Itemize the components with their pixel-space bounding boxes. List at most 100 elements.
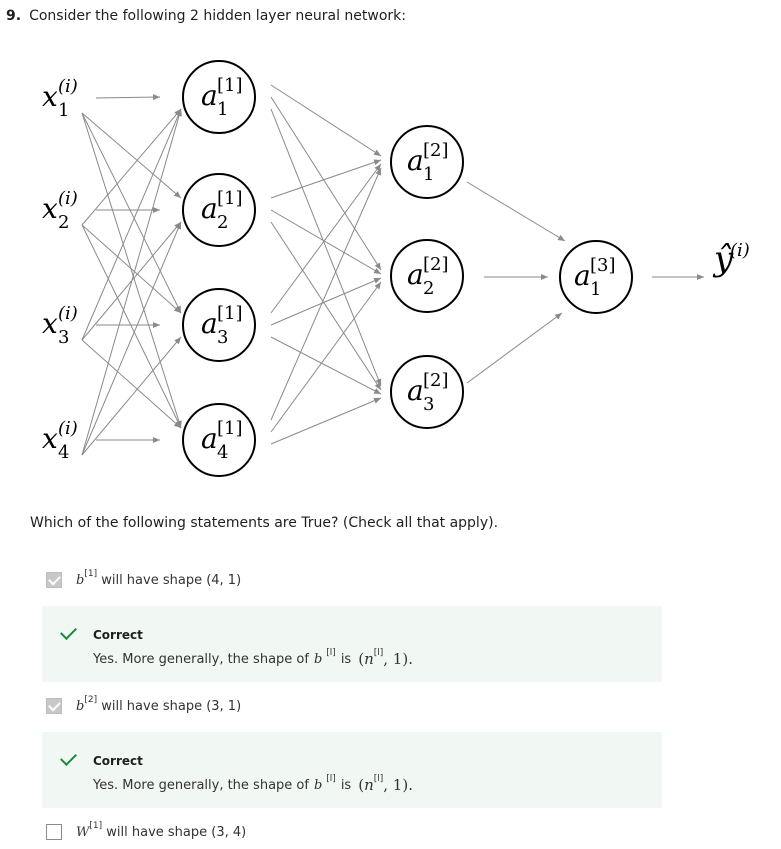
option-var-1: b: [76, 572, 85, 588]
feedback-var-2: b: [313, 777, 323, 793]
edge-x1-a14: [81, 112, 182, 429]
option-checkbox-3[interactable]: [46, 824, 62, 840]
check-icon: [60, 623, 77, 640]
svg-text:(i): (i): [58, 76, 78, 97]
feedback-n-sup-1: [l]: [373, 648, 384, 658]
svg-text:1: 1: [217, 99, 228, 120]
node-a2-2: [390, 239, 464, 313]
edge-a13-a21: [270, 163, 382, 314]
node-label-a2-1: a[2]1: [407, 140, 449, 185]
input-label-x2: x(i) 2: [42, 188, 78, 233]
node-label-a1-1: a[1] 1: [201, 75, 243, 120]
svg-text:1: 1: [423, 164, 434, 185]
node-label-a1-2: a[1]2: [201, 188, 243, 233]
feedback-title-1: Correct: [93, 628, 143, 642]
input-label-x3: x(i)3: [42, 303, 78, 348]
svg-text:(i): (i): [730, 240, 750, 261]
question-header: 9.Consider the following 2 hidden layer …: [6, 8, 406, 24]
edge-x4-a11: [81, 108, 182, 456]
edge-x3-a14: [81, 339, 182, 429]
svg-text:[1]: [1]: [217, 418, 243, 439]
edge-a14-a22: [270, 281, 382, 433]
svg-text:a: a: [201, 422, 218, 455]
edge-a12-a23: [270, 221, 382, 391]
svg-text:a: a: [201, 79, 218, 112]
option-var-3: W: [76, 824, 90, 840]
edge-a12-a21: [270, 159, 382, 199]
option-checkbox-1[interactable]: [46, 572, 62, 588]
edge-x1-a12: [81, 112, 182, 199]
feedback-is-1: is: [340, 651, 352, 667]
svg-text:(i): (i): [58, 188, 78, 209]
edge-a23-a31: [466, 312, 563, 384]
svg-text:ŷ: ŷ: [712, 239, 734, 279]
node-label-a1-3: a[1] 3: [201, 303, 243, 348]
svg-text:[3]: [3]: [590, 255, 616, 276]
svg-text:3: 3: [423, 394, 434, 415]
svg-text:4: 4: [217, 442, 228, 463]
edge-x1-a13: [81, 112, 182, 314]
svg-text:[2]: [2]: [423, 370, 449, 391]
feedback-tail-1: , 1).: [383, 650, 413, 668]
feedback-text-pre-2: Yes. More generally, the shape of: [93, 777, 309, 793]
output-label-yhat: ŷ(i): [712, 239, 750, 279]
svg-text:a: a: [407, 144, 424, 177]
svg-text:a: a: [201, 192, 218, 225]
option-sup-1: [1]: [84, 569, 98, 579]
edge-a13-a23: [270, 336, 382, 395]
svg-text:[1]: [1]: [217, 303, 243, 324]
svg-text:3: 3: [58, 327, 69, 348]
edge-x1-a11: [95, 94, 161, 101]
feedback-is-2: is: [340, 777, 352, 793]
svg-text:a: a: [407, 374, 424, 407]
edge-a13-a22: [270, 277, 382, 326]
edge-x2-a11: [81, 108, 182, 226]
feedback-tail-2: , 1).: [383, 776, 413, 794]
edge-a12-a22: [270, 209, 382, 275]
feedback-n-2: n: [364, 776, 374, 794]
feedback-n-1: n: [364, 650, 374, 668]
feedback-text-2: Yes. More generally, the shape of b [l] i…: [93, 774, 413, 794]
neural-network-diagram: x(i)1x(i)2x(i)3x(i)4a[1]1a[1]2a[1]3a[1]4…: [42, 60, 750, 477]
svg-text:x: x: [42, 422, 58, 455]
option-b2-shape[interactable]: b[2] will have shape (3, 1): [46, 695, 241, 716]
option-text-1: will have shape (4, 1): [97, 572, 242, 588]
svg-text:x: x: [42, 80, 58, 113]
question-prompt: Which of the following statements are Tr…: [30, 515, 499, 531]
node-a1-2: [182, 173, 256, 247]
node-a2-1: [390, 125, 464, 199]
edge-x3-a11: [81, 108, 182, 341]
edge-x4-a13: [81, 336, 182, 456]
feedback-open-paren-2: (: [358, 776, 365, 794]
svg-text:(i): (i): [58, 303, 78, 324]
node-a1-3: [182, 288, 256, 362]
feedback-box-1: Correct Yes. More generally, the shape o…: [42, 606, 662, 682]
option-w1-shape[interactable]: W[1] will have shape (3, 4): [46, 821, 246, 842]
option-b1-shape[interactable]: b[1] will have shape (4, 1): [46, 569, 242, 590]
feedback-box-2: Correct Yes. More generally, the shape o…: [42, 732, 662, 808]
feedback-open-paren-1: (: [358, 650, 365, 668]
svg-text:x: x: [42, 192, 58, 225]
svg-text:2: 2: [58, 212, 69, 233]
edge-a14-a23: [270, 397, 382, 445]
node-a2-3: [390, 355, 464, 429]
edge-x2-a14: [81, 224, 182, 429]
svg-text:[1]: [1]: [217, 75, 243, 96]
check-icon: [60, 749, 77, 766]
node-a3-1: [559, 240, 633, 314]
svg-text:a: a: [574, 259, 591, 292]
edge-a11-a23: [270, 108, 382, 387]
svg-text:a: a: [407, 258, 424, 291]
svg-text:2: 2: [217, 212, 228, 233]
svg-text:[2]: [2]: [423, 254, 449, 275]
feedback-title-2: Correct: [93, 754, 143, 768]
network-labels: x(i)1x(i)2x(i)3x(i)4a[1]1a[1]2a[1]3a[1]4…: [42, 75, 750, 463]
feedback-text-1: Yes. More generally, the shape of b[l] i…: [93, 648, 413, 668]
svg-text:3: 3: [217, 327, 228, 348]
feedback-n-sup-2: [l]: [373, 774, 384, 784]
svg-text:a: a: [201, 307, 218, 340]
edge-a21-a31: [466, 181, 566, 242]
node-label-a2-3: a[2] 3: [407, 370, 449, 415]
input-label-x4: x(i)4: [42, 418, 78, 463]
option-checkbox-2[interactable]: [46, 698, 62, 714]
